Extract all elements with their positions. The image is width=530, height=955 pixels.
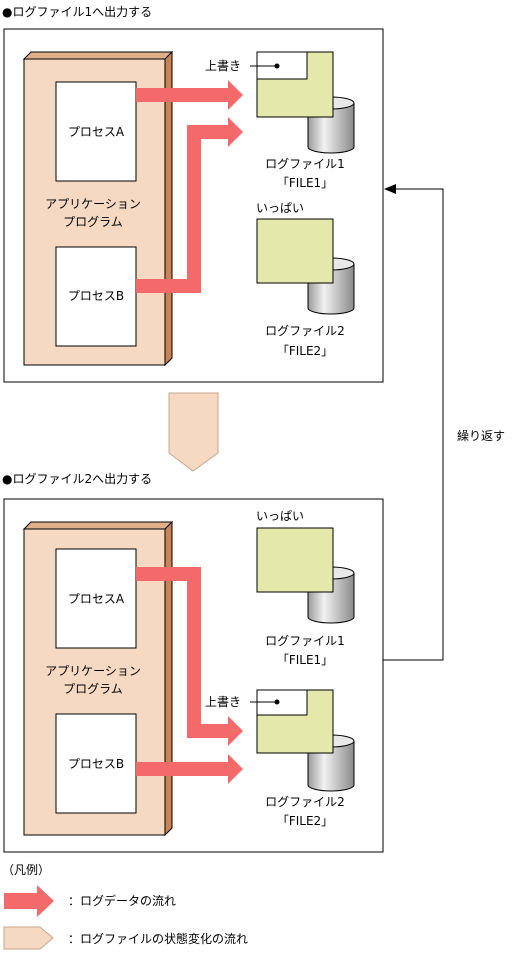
process-b-label: プロセスB	[68, 757, 124, 771]
application-label-line1: アプリケーション	[45, 197, 141, 211]
process-b-box	[55, 246, 137, 347]
application-label-line1: アプリケーション	[45, 664, 141, 678]
log-file1-id: 「FILE1」	[277, 176, 333, 190]
log-data-arrow	[136, 754, 243, 784]
application-label-line2: プログラム	[63, 682, 123, 696]
full-label: いっぱい	[256, 201, 304, 215]
log-data-arrow	[136, 567, 243, 746]
log-file2-id: 「FILE2」	[277, 344, 333, 358]
log-file2-id: 「FILE2」	[277, 814, 333, 828]
write-pointer-dot	[274, 63, 280, 69]
state-change-arrow	[168, 392, 219, 472]
log-file1-id: 「FILE1」	[277, 653, 333, 667]
section2-frame	[3, 498, 384, 853]
log-data-arrow	[136, 117, 243, 293]
log-data-arrow	[136, 80, 243, 110]
legend-log-flow-arrow	[4, 885, 54, 917]
repeat-label: 繰り返す	[457, 429, 505, 443]
overwrite-label: 上書き	[205, 59, 241, 73]
legend-state-flow-arrow	[3, 926, 54, 950]
write-pointer-dot	[274, 699, 280, 705]
section1-heading: ●ログファイル1へ出力する	[2, 5, 152, 19]
process-a-label: プロセスA	[68, 125, 125, 139]
process-a-box	[55, 81, 137, 182]
overwrite-label: 上書き	[205, 695, 241, 709]
process-a-box	[55, 548, 137, 649]
log-file2-name: ログファイル2	[265, 795, 345, 809]
log-file-sheet	[256, 218, 334, 284]
application-label-line2: プログラム	[63, 215, 123, 229]
process-a-label: プロセスA	[68, 592, 125, 606]
section1-frame	[3, 28, 384, 383]
legend-log-flow-label: ：ログデータの流れ	[68, 893, 176, 908]
legend-title: （凡例）	[2, 863, 50, 877]
legend-state-flow-label: ：ログファイルの状態変化の流れ	[68, 931, 248, 946]
process-b-label: プロセスB	[68, 289, 124, 303]
repeat-connector	[383, 188, 444, 661]
repeat-arrowhead	[384, 184, 396, 194]
log-file-sheet	[256, 527, 334, 593]
full-label: いっぱい	[256, 509, 304, 523]
log-file1-name: ログファイル1	[265, 634, 345, 648]
log-file1-name: ログファイル1	[265, 157, 345, 171]
log-file2-name: ログファイル2	[265, 324, 345, 338]
section2-heading: ●ログファイル2へ出力する	[2, 472, 152, 486]
